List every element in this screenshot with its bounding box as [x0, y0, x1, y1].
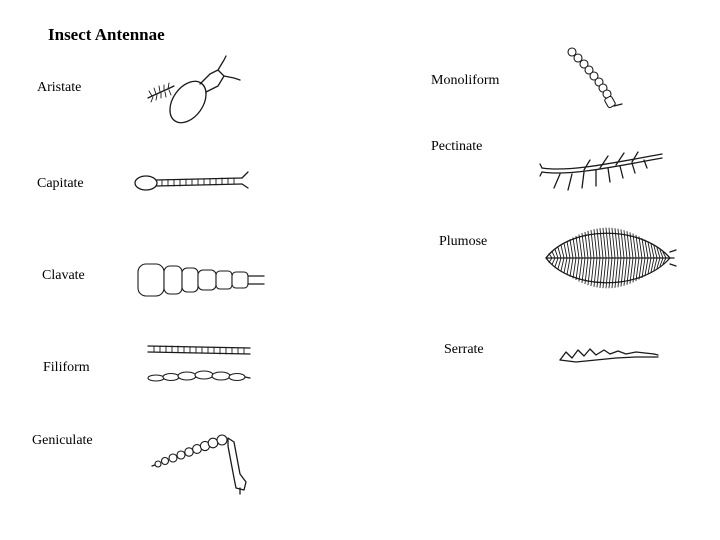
label-monoliform: Monoliform [431, 73, 500, 88]
label-serrate: Serrate [444, 342, 484, 357]
label-aristate: Aristate [37, 80, 82, 95]
clavate-antenna-drawing [134, 256, 266, 302]
label-filiform: Filiform [43, 360, 90, 375]
label-clavate: Clavate [42, 268, 85, 283]
label-capitate: Capitate [37, 176, 84, 191]
aristate-antenna-drawing [144, 56, 240, 130]
label-geniculate: Geniculate [32, 433, 93, 448]
serrate-antenna-drawing [556, 340, 660, 370]
capitate-antenna-drawing [132, 160, 252, 206]
label-plumose: Plumose [439, 234, 488, 249]
filiform-antenna-drawing [144, 338, 254, 388]
geniculate-antenna-drawing [148, 430, 258, 494]
monoliform-antenna-drawing [564, 44, 628, 112]
plumose-antenna-drawing [540, 222, 680, 294]
label-pectinate: Pectinate [431, 139, 483, 154]
pectinate-antenna-drawing [538, 146, 666, 196]
diagram-title: Insect Antennae [48, 25, 165, 44]
